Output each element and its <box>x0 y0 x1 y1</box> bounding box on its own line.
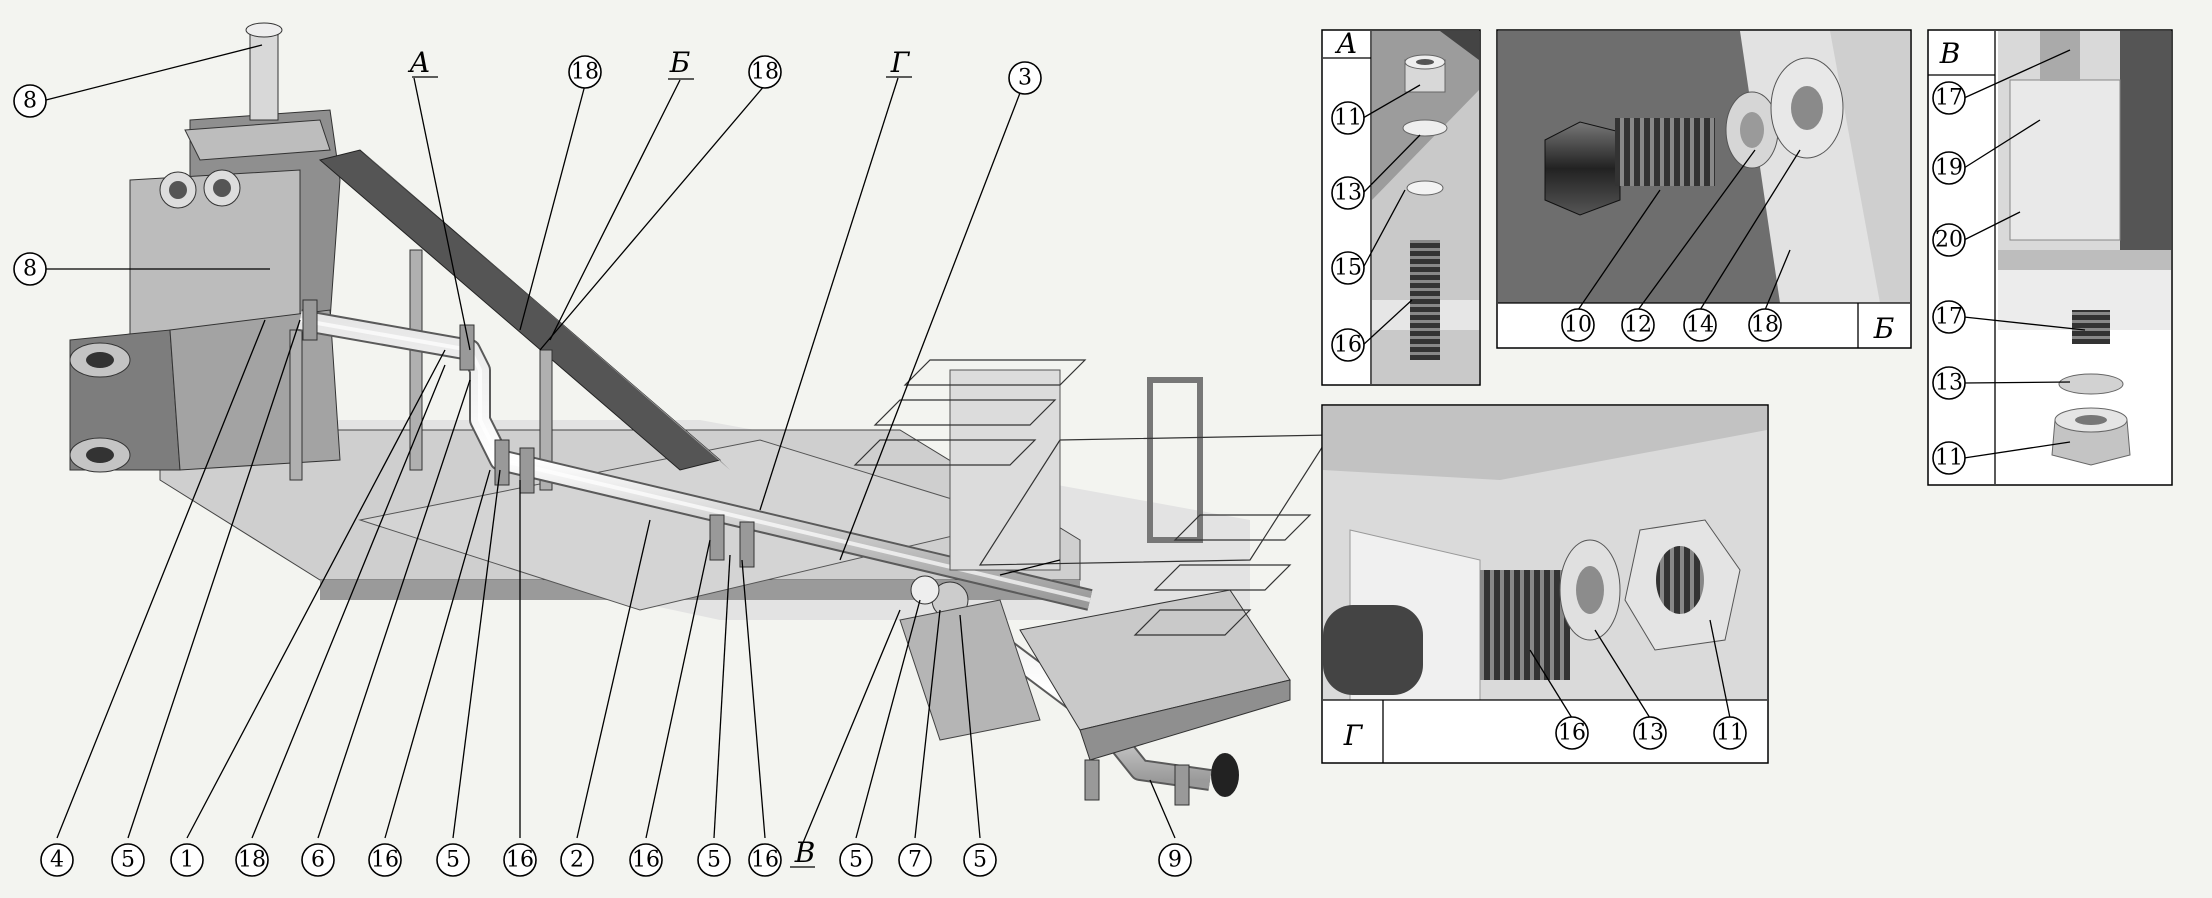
view-marker-v: В <box>794 836 816 869</box>
callout-a-13: 13 <box>1331 176 1365 210</box>
detail-a-letter: А <box>1334 27 1357 60</box>
svg-text:15: 15 <box>1334 256 1362 281</box>
svg-text:16: 16 <box>632 848 660 873</box>
callout-bottom-16a: 16 <box>368 843 402 877</box>
callout-a-11: 11 <box>1331 101 1365 135</box>
callout-v-17b: 17 <box>1932 300 1966 334</box>
hopper <box>899 369 1291 761</box>
detail-b-letter: Б <box>1873 312 1895 345</box>
main-leaders <box>45 44 1176 868</box>
callout-a-16: 16 <box>1331 328 1365 362</box>
svg-text:16: 16 <box>751 848 779 873</box>
svg-text:5: 5 <box>121 848 135 873</box>
callout-a-15: 15 <box>1331 251 1365 285</box>
callout-bottom-16d: 16 <box>748 843 782 877</box>
svg-text:2: 2 <box>570 848 584 873</box>
callout-3: 3 <box>1008 61 1042 95</box>
callout-b-14: 14 <box>1683 308 1717 342</box>
callout-v-19: 19 <box>1932 151 1966 185</box>
detail-view-g: Г 16 13 11 <box>1321 404 1769 764</box>
callout-b-18: 18 <box>1748 308 1782 342</box>
svg-text:13: 13 <box>1935 371 1963 396</box>
svg-text:18: 18 <box>571 60 599 85</box>
view-marker-b: Б <box>669 46 691 79</box>
svg-text:18: 18 <box>751 60 779 85</box>
detail-view-a: А 11 13 15 16 <box>1321 27 1481 386</box>
main-callouts: 8 8 18 18 3 4 5 1 18 6 16 5 16 2 16 5 16… <box>13 55 1192 877</box>
svg-text:11: 11 <box>1935 446 1963 471</box>
svg-text:11: 11 <box>1334 106 1362 131</box>
callout-bottom-4: 4 <box>40 843 74 877</box>
svg-text:20: 20 <box>1935 228 1963 253</box>
callout-bottom-5a: 5 <box>111 843 145 877</box>
callout-bottom-5c: 5 <box>697 843 731 877</box>
svg-text:1: 1 <box>180 848 194 873</box>
callout-18-b: 18 <box>748 55 782 89</box>
callout-bottom-5d: 5 <box>839 843 873 877</box>
svg-text:19: 19 <box>1935 156 1963 181</box>
callout-bottom-16c: 16 <box>629 843 663 877</box>
svg-text:13: 13 <box>1636 721 1664 746</box>
callout-bottom-5b: 5 <box>436 843 470 877</box>
svg-text:18: 18 <box>1751 313 1779 338</box>
svg-text:13: 13 <box>1334 181 1362 206</box>
svg-text:9: 9 <box>1168 848 1182 873</box>
callout-v-20: 20 <box>1932 223 1966 257</box>
svg-text:18: 18 <box>238 848 266 873</box>
svg-text:3: 3 <box>1018 66 1032 91</box>
svg-text:4: 4 <box>50 848 64 873</box>
svg-text:11: 11 <box>1716 721 1744 746</box>
callout-b-12: 12 <box>1621 308 1655 342</box>
callout-v-13: 13 <box>1932 366 1966 400</box>
callout-b-10: 10 <box>1561 308 1595 342</box>
callout-g-16: 16 <box>1555 716 1589 750</box>
callout-bottom-6: 6 <box>301 843 335 877</box>
svg-text:16: 16 <box>506 848 534 873</box>
svg-text:6: 6 <box>311 848 325 873</box>
svg-text:17: 17 <box>1935 86 1963 111</box>
callout-g-11: 11 <box>1713 716 1747 750</box>
callout-bottom-9: 9 <box>1158 843 1192 877</box>
callout-8-mid: 8 <box>13 252 47 286</box>
detail-v-letter: В <box>1939 37 1961 70</box>
svg-text:8: 8 <box>23 257 37 282</box>
view-marker-g: Г <box>890 46 911 79</box>
callout-bottom-18: 18 <box>235 843 269 877</box>
callout-8-top: 8 <box>13 84 47 118</box>
svg-text:16: 16 <box>371 848 399 873</box>
svg-text:5: 5 <box>446 848 460 873</box>
callout-bottom-1: 1 <box>170 843 204 877</box>
svg-text:12: 12 <box>1624 313 1652 338</box>
svg-text:5: 5 <box>973 848 987 873</box>
svg-text:7: 7 <box>908 848 922 873</box>
svg-text:17: 17 <box>1935 305 1963 330</box>
view-marker-a: А <box>407 46 430 79</box>
svg-text:16: 16 <box>1558 721 1586 746</box>
svg-text:10: 10 <box>1564 313 1592 338</box>
callout-bottom-2: 2 <box>560 843 594 877</box>
svg-text:5: 5 <box>849 848 863 873</box>
callout-18-a: 18 <box>568 55 602 89</box>
callout-v-17a: 17 <box>1932 81 1966 115</box>
callout-g-13: 13 <box>1633 716 1667 750</box>
callout-v-11: 11 <box>1932 441 1966 475</box>
svg-text:8: 8 <box>23 89 37 114</box>
section-outlines <box>853 359 1332 636</box>
main-assembly <box>69 22 1332 806</box>
callout-bottom-7: 7 <box>898 843 932 877</box>
callout-bottom-16b: 16 <box>503 843 537 877</box>
callout-bottom-5e: 5 <box>963 843 997 877</box>
svg-text:5: 5 <box>707 848 721 873</box>
svg-text:14: 14 <box>1686 313 1714 338</box>
svg-text:16: 16 <box>1334 333 1362 358</box>
detail-view-b: Б 10 12 14 18 <box>1496 29 1912 349</box>
detail-view-v: В 17 19 20 17 13 11 <box>1927 29 2173 486</box>
detail-g-letter: Г <box>1343 719 1364 752</box>
